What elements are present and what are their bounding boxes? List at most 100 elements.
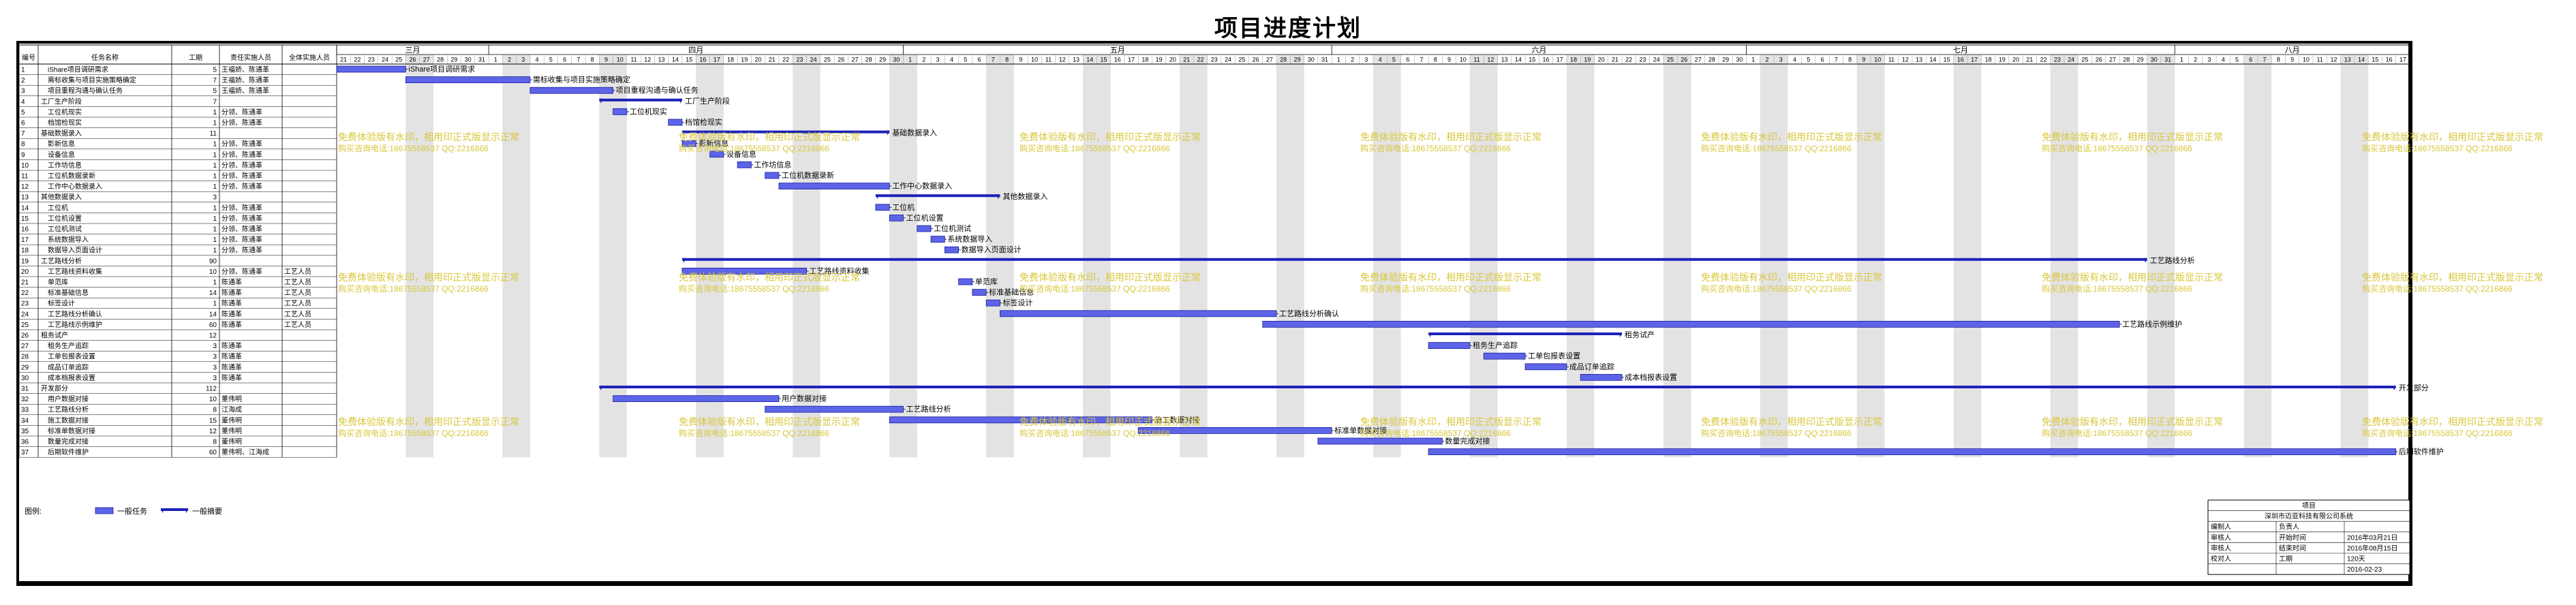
table-cell-duration: 1 [213,215,217,223]
gantt-frame [16,41,2412,586]
day-tick-label: 4 [950,57,953,63]
watermark-line2: 购买咨询电话:18675558537 QQ:2216866 [1019,143,1170,153]
day-tick-label: 7 [577,57,580,63]
weekend-band [1193,55,1208,458]
table-cell-duration: 8 [213,439,217,446]
table-cell-duration: 10 [209,268,217,276]
day-tick-label: 10 [1031,57,1038,63]
table-cell-owner: 陈通革 [221,341,242,350]
table-cell-id: 36 [21,439,29,446]
day-tick-label: 20 [1169,57,1176,63]
day-tick-label: 25 [1667,57,1674,63]
day-tick-label: 17 [1128,57,1135,63]
weekend-band [1871,55,1885,458]
day-tick-label: 1 [1337,57,1340,63]
watermark-line2: 购买咨询电话:18675558537 QQ:2216866 [679,143,829,153]
watermark-line2: 购买咨询电话:18675558537 QQ:2216866 [1360,283,1511,294]
day-tick-label: 31 [478,57,485,63]
weekend-band [889,55,904,458]
day-tick-label: 1 [1751,57,1755,63]
table-cell-duration: 3 [213,354,217,361]
table-cell-duration: 5 [213,88,217,95]
watermark-line2: 购买咨询电话:18675558537 QQ:2216866 [338,428,489,438]
table-cell-duration: 5 [213,67,217,74]
table-cell-name: 用户数据对接 [48,394,89,403]
bar-label: 工单包报表设置 [1528,351,1580,360]
info-cell: 结束时间 [2279,544,2306,553]
day-tick-label: 15 [686,57,692,63]
task-bar [336,65,406,73]
weekend-band [2050,55,2064,458]
table-cell-duration: 3 [213,343,217,350]
day-tick-label: 14 [1515,57,1522,63]
day-tick-label: 10 [1874,57,1881,63]
day-tick-label: 24 [382,57,388,63]
day-tick-label: 10 [2303,57,2310,63]
weekend-band [405,55,420,458]
bar-label: 成品订单追踪 [1569,362,1614,371]
day-tick-label: 12 [2330,57,2337,63]
table-cell-duration: 1 [213,173,217,181]
weekend-band [1083,55,1097,458]
day-tick-label: 15 [1529,57,1535,63]
info-cell: 2016-02-23 [2347,566,2382,574]
day-tick-label: 1 [494,57,497,63]
watermark-line2: 购买咨询电话:18675558537 QQ:2216866 [2362,143,2513,153]
day-tick-label: 19 [1999,57,2006,63]
day-tick-label: 8 [591,57,594,63]
legend-summary-label: 一般摘要 [192,506,222,516]
table-cell-duration: 12 [209,428,217,435]
watermark-line2: 购买咨询电话:18675558537 QQ:2216866 [1701,428,1852,438]
day-tick-label: 14 [1929,57,1936,63]
table-cell-owner: 陈通革 [221,288,242,297]
day-tick-label: 25 [1238,57,1245,63]
watermark-line1: 免费体验版有水印，相用印正式版显示正常 [1019,416,1201,427]
bar-label: 用户数据对接 [782,394,827,403]
table-cell-duration: 3 [213,194,217,202]
task-bar [668,119,683,126]
table-cell-id: 19 [21,258,29,265]
table-cell-team: 工艺人员 [284,289,311,297]
weekend-band [1000,55,1014,458]
day-tick-label: 28 [2123,57,2130,63]
day-tick-label: 17 [1971,57,1978,63]
watermark-line1: 免费体验版有水印，相用印正式版显示正常 [338,131,519,142]
day-tick-label: 6 [978,57,981,63]
table-cell-team: 工艺人员 [284,279,311,287]
info-box [2207,499,2410,575]
day-tick-label: 23 [2054,57,2061,63]
task-bar [930,236,945,243]
bar-label: 标签设计 [1002,298,1032,307]
bar-label: 后期软件维护 [2399,447,2444,456]
day-tick-label: 6 [1821,57,1824,63]
day-tick-label: 10 [1460,57,1467,63]
day-tick-label: 29 [1293,57,1300,63]
table-cell-duration: 1 [213,183,217,191]
info-cell: 校对人 [2211,555,2231,563]
bar-label: 工位机测试 [934,223,971,233]
bar-label: 工作中心数据录入 [892,181,952,191]
weekend-band [599,55,613,458]
watermark-line1: 免费体验版有水印，相用印正式版显示正常 [2362,131,2543,142]
day-tick-label: 18 [1141,57,1148,63]
day-tick-label: 7 [992,57,995,63]
table-cell-duration: 7 [213,98,217,106]
month-label: 七月 [1953,46,1968,55]
watermark-line1: 免费体验版有水印，相用印正式版显示正常 [1701,416,1882,427]
summary-cap-end [1619,332,1623,337]
day-tick-label: 17 [1557,57,1563,63]
watermark-line1: 免费体验版有水印，相用印正式版显示正常 [1701,272,1882,283]
table-cell-id: 24 [21,311,29,318]
summary-cap-end [2392,386,2396,390]
table-header-1: 编号 [22,53,35,62]
summary-cap-end [996,194,1000,200]
table-cell-name: 工位机 [48,203,68,212]
table-cell-id: 11 [21,173,29,181]
day-tick-label: 17 [2399,57,2406,63]
day-tick-label: 12 [644,57,651,63]
info-cell: 编制人 [2211,523,2231,531]
watermark-line1: 免费体验版有水印，相用印正式版显示正常 [1360,272,1542,283]
table-cell-name: 后期软件维护 [48,448,89,456]
day-tick-label: 4 [1379,57,1382,63]
table-cell-id: 31 [21,386,29,393]
